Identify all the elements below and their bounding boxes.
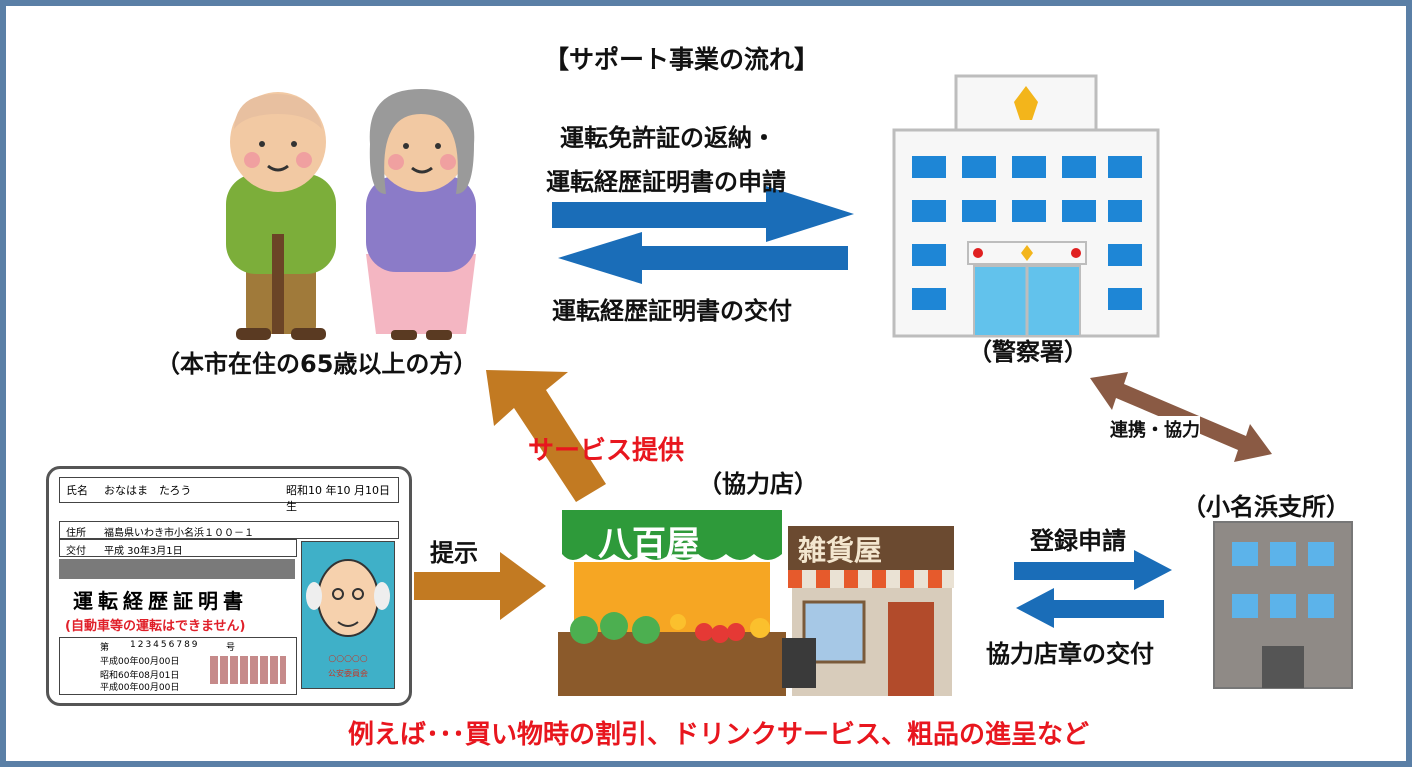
elderly-label: （本市在住の65歳以上の方） [156,350,478,378]
card-photo: ○○○○○ 公安委員会 [301,541,395,689]
card-doc-title: 運転経歴証明書 [73,589,248,613]
card-name-label: 氏名 [66,484,88,497]
card-number-suffix: 号 [226,643,236,653]
grocery-sign: 八百屋 [598,524,700,564]
card-name: おなはま たろう [104,484,192,497]
general-store-icon [782,526,954,696]
card-address: 福島県いわき市小名浜１００－１ [104,528,254,539]
card-date-1: 平成00年00月00日 [100,657,180,667]
arrow-return-license [552,186,854,242]
grandma-icon [366,89,476,340]
arrow-issue-certificate [558,232,848,284]
driving-history-certificate-card: 氏名 おなはま たろう 昭和10 年10 月10日生 住所 福島県いわき市小名浜… [46,466,412,706]
flow-arrows [414,186,1272,628]
register-label: 登録申請 [1030,527,1126,555]
branch-office-illustration [1213,521,1353,689]
card-issue-date: 平成 30年3月1日 [104,546,183,557]
arrow-present [414,552,546,620]
card-issuer: 公安委員会 [328,669,368,678]
arrow-register [1014,550,1172,590]
card-date-2: 昭和60年08月01日 [100,671,180,681]
police-label: （警察署） [968,338,1088,366]
branch-office-label: （小名浜支所） [1182,493,1350,521]
office-building-icon [1213,521,1353,689]
elderly-couple-illustration [226,89,476,340]
card-seal: ○○○○○ [328,654,368,664]
police-building-icon [892,74,1160,338]
return-license-label-1: 運転免許証の返納・ [560,124,776,152]
arrow-service [486,370,606,502]
service-label: サービス提供 [528,436,685,466]
grocery-store-icon [558,510,786,696]
diagram-title: 【サポート事業の流れ】 [544,45,820,74]
card-birth: 昭和10 年10 月10日生 [286,484,390,513]
cooperation-label: 連携・協力 [1110,416,1200,442]
card-photo-face-icon [306,559,390,637]
example-text: 例えば･･･買い物時の割引、ドリンクサービス、粗品の進呈など [348,720,1090,750]
card-issue-label: 交付 [66,546,86,557]
issue-sticker-label: 協力店章の交付 [986,640,1154,668]
card-number: 123456789 [130,640,200,650]
card-date-3: 平成00年00月00日 [100,683,180,693]
card-doc-note: (自動車等の運転はできません) [65,619,246,634]
arrow-issue-sticker [1016,588,1164,628]
issue-certificate-label: 運転経歴証明書の交付 [552,297,792,325]
card-redaction-bar [59,559,295,579]
police-station-illustration [892,74,1160,338]
partner-store-label: （協力店） [698,470,818,498]
general-store-sign: 雑貨屋 [798,534,883,567]
present-label: 提示 [430,539,478,567]
return-license-label-2: 運転経歴証明書の申請 [546,168,786,196]
card-number-prefix: 第 [100,643,110,653]
partner-stores-illustration [558,510,954,696]
card-category-grid [210,656,286,684]
card-address-label: 住所 [66,528,86,539]
grandpa-icon [226,92,336,340]
